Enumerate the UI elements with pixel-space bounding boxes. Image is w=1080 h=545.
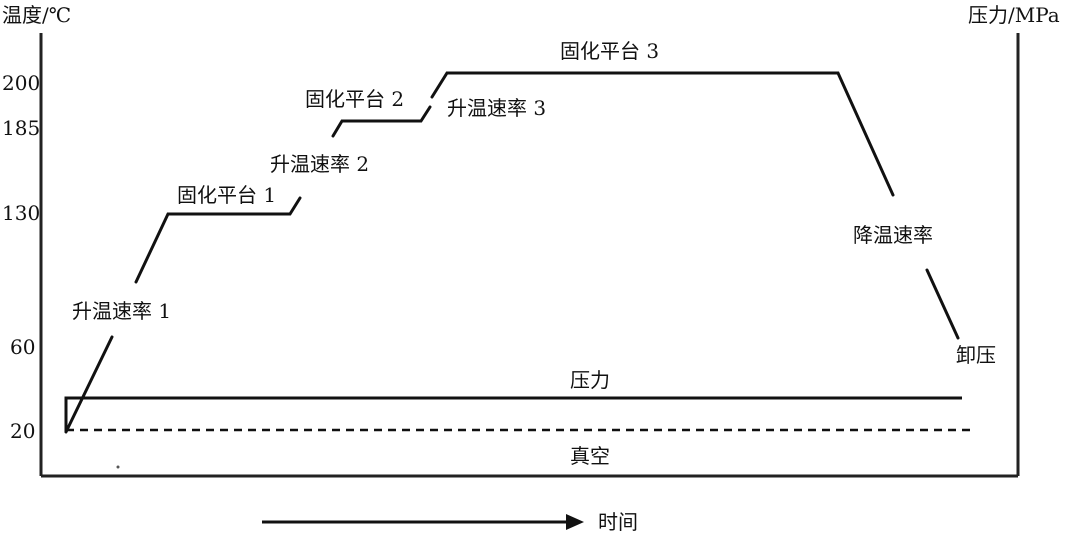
label-ramp2: 升温速率 2 [270, 152, 369, 176]
ramp2-and-hold2 [331, 105, 432, 138]
y-tick-60: 60 [10, 335, 35, 359]
time-label: 时间 [598, 510, 638, 534]
label-vacuum: 真空 [570, 444, 610, 468]
ramp1-upper-and-hold1 [134, 196, 302, 284]
time-arrow [262, 514, 584, 530]
ramp3-and-hold3 [430, 71, 895, 197]
right-axis-title: 压力/MPa [968, 3, 1060, 27]
y-tick-130: 130 [2, 201, 40, 225]
y-tick-185: 185 [2, 116, 40, 140]
time-arrow-head [566, 514, 584, 530]
label-cooling: 降温速率 [853, 223, 933, 247]
cooling-segment [925, 268, 960, 340]
stray-dot [116, 465, 120, 469]
label-hold2: 固化平台 2 [305, 87, 404, 111]
pressure-line [64, 396, 962, 432]
label-hold1: 固化平台 1 [177, 183, 276, 207]
ramp1-segment [64, 335, 114, 434]
left-axis-title: 温度/℃ [2, 3, 71, 27]
y-tick-200: 200 [2, 71, 40, 95]
label-ramp3: 升温速率 3 [447, 96, 546, 120]
temperature-curve [64, 71, 960, 434]
y-tick-20: 20 [10, 419, 35, 443]
label-ramp1: 升温速率 1 [72, 299, 171, 323]
label-hold3: 固化平台 3 [560, 39, 659, 63]
label-release: 卸压 [956, 343, 996, 367]
label-pressure: 压力 [570, 368, 610, 392]
